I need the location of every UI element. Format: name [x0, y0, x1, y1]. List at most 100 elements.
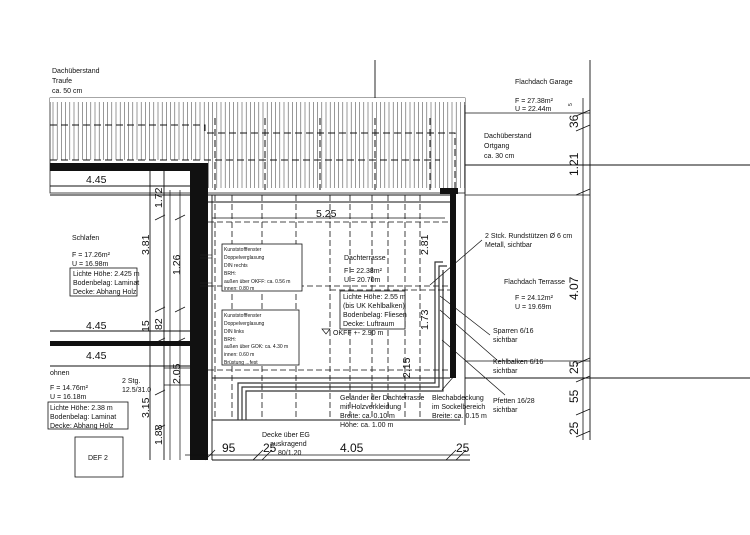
- dim-315: 3.15: [140, 397, 152, 418]
- dim-172: 1.72: [153, 187, 165, 208]
- wohnen-box-1: Lichte Höhe: 2.38 m: [50, 405, 113, 412]
- right-dimension-line: [465, 98, 591, 440]
- label-flachdach-terrasse-u: U = 19.69m: [515, 304, 552, 311]
- window-2-info-box: [221, 309, 300, 366]
- dim-r55: 55: [567, 389, 581, 403]
- dim-r121: 1.21: [567, 152, 581, 176]
- label-dachueberstand-traufe-3: ca. 50 cm: [52, 88, 83, 95]
- dim-82: 82: [153, 318, 165, 330]
- label-dachterrasse: Dachterrasse: [344, 255, 386, 262]
- dim-b25b: 25: [456, 441, 470, 455]
- walls: [50, 163, 458, 460]
- label-drempel: Drempel 1.00 m: [80, 166, 116, 172]
- window-2-line-6: innen: 0.60 m: [224, 352, 254, 358]
- terrace-beams: [208, 195, 450, 420]
- schlafen-info-box: [69, 267, 138, 297]
- dim-188: 1.88: [153, 424, 165, 445]
- dim-r36: 36: [567, 114, 581, 128]
- window-2-line-5: außen über GOK: ca. 4.30 m: [224, 344, 288, 350]
- bottom-dimension-line: [185, 449, 470, 461]
- label-flachdach-terrasse: Flachdach Terrasse: [504, 279, 565, 286]
- label-sparren-1: Sparren 6/16: [493, 328, 534, 335]
- label-wohnen: ohnen: [50, 370, 70, 377]
- dim-b95: 95: [222, 441, 236, 455]
- dachterrasse-box-1: Lichte Höhe: 2.55 m: [343, 294, 406, 301]
- dim-205: 2.05: [171, 363, 183, 384]
- wohnen-box-2: Bodenbelag: Laminat: [50, 414, 116, 421]
- dachterrasse-box-3: Bodenbelag: Fliesen: [343, 312, 407, 319]
- dim-low-445: 4.45: [86, 350, 107, 362]
- schlafen-box-1: Lichte Höhe: 2.425 m: [73, 271, 140, 278]
- label-ortgang-1: Dachüberstand: [484, 133, 532, 140]
- label-stuetzen-1: 2 Stck. Rundstützen Ø 6 cm: [485, 233, 572, 240]
- label-pfetten-2: sichtbar: [493, 407, 518, 414]
- window-1-line-5: außen über OKFF: ca. 0.56 m: [224, 279, 290, 285]
- label-stg-1: 2 Stg.: [122, 378, 140, 385]
- window-2-line-4: BRH:: [224, 337, 236, 343]
- dim-381: 3.81: [140, 234, 152, 255]
- label-def: DEF 2: [88, 455, 108, 462]
- label-flachdach-terrasse-f: F = 24.12m²: [515, 295, 554, 302]
- dim-b25a: 25: [263, 441, 277, 455]
- label-kehlbalken-2: sichtbar: [493, 368, 518, 375]
- dim-r5: 5: [568, 103, 574, 106]
- dim-126: 1.26: [171, 254, 183, 275]
- label-dachterrasse-u: U = 20.70m: [344, 277, 381, 284]
- dim-r25a: 25: [567, 360, 581, 374]
- structure-lines: [50, 60, 750, 461]
- label-kehlbalken-1: Kehlbalken 6/16: [493, 359, 543, 366]
- label-wohnen-u: U = 16.18m: [50, 394, 87, 401]
- dim-top-445: 4.45: [86, 174, 107, 186]
- dachterrasse-box-4: Decke: Luftraum: [343, 321, 395, 328]
- dim-281: 2.81: [419, 234, 431, 255]
- label-decke-eg-1: Decke über EG: [262, 432, 310, 439]
- label-schlafen: Schlafen: [72, 235, 99, 242]
- window-left: [200, 254, 212, 287]
- label-dachterrasse-f: F = 22.38m²: [344, 268, 383, 275]
- dim-215: 2.15: [401, 357, 413, 378]
- roof-hatch: [49, 97, 466, 194]
- dachterrasse-info-box: [339, 290, 406, 330]
- label-dachueberstand-traufe-2: Traufe: [52, 78, 72, 85]
- terrace-railing: [237, 261, 447, 420]
- dim-r25b: 25: [567, 421, 581, 435]
- schlafen-box-3: Decke: Abhang Holz: [73, 289, 137, 296]
- window-1-line-4: BRH:: [224, 271, 236, 277]
- window-2-line-3: DIN links: [224, 329, 245, 335]
- label-okff: OKFF +- 2.90 m: [333, 330, 384, 337]
- wohnen-info-box: [47, 401, 129, 430]
- label-ortgang-2: Ortgang: [484, 143, 509, 150]
- label-gelaender-2: mit Holzverkleidung: [340, 404, 401, 411]
- label-stg-2: 12.5/31.0: [122, 387, 151, 394]
- dachterrasse-box-2: (bis UK Kehlbalken): [343, 303, 405, 310]
- label-schlafen-f: F = 17.26m²: [72, 252, 111, 259]
- label-decke-eg-3: 80/1.20: [278, 450, 301, 457]
- label-stuetzen-2: Metall, sichtbar: [485, 242, 533, 249]
- window-2-line-7: Brüstung ...fest: [224, 360, 258, 366]
- label-sparren-2: sichtbar: [493, 337, 518, 344]
- label-gelaender-1: Geländer der Dachterrasse: [340, 395, 425, 402]
- label-blech-1: Blechabdeckung: [432, 395, 484, 402]
- roof-dashed-outline: [50, 118, 456, 195]
- def-box: [74, 436, 124, 478]
- label-flachdach-garage-f: F = 27.38m²: [515, 98, 554, 105]
- label-flachdach-garage-u: U = 22.44m: [515, 106, 552, 113]
- label-flachdach-garage: Flachdach Garage: [515, 79, 573, 86]
- window-1-line-6: innen: 0.80 m: [224, 286, 254, 292]
- stair: [164, 367, 190, 386]
- label-schlafen-u: U = 16.98m: [72, 261, 109, 268]
- window-1-line-1: Kunststofffenster: [224, 247, 262, 253]
- label-wohnen-f: F = 14.76m²: [50, 385, 89, 392]
- label-pfetten-1: Pfetten 16/28: [493, 398, 535, 405]
- dim-525: 5.25: [316, 208, 337, 220]
- label-decke-eg-2: auskragend: [270, 441, 307, 448]
- wohnen-box-3: Decke: Abhang Holz: [50, 423, 114, 430]
- dim-b405: 4.05: [340, 441, 364, 455]
- dim-r407: 4.07: [567, 276, 581, 300]
- window-2-line-1: Kunststofffenster: [224, 313, 262, 319]
- left-dimension-line: [154, 164, 186, 460]
- window-1-info-box: [221, 243, 303, 292]
- dim-173: 1.73: [419, 309, 431, 330]
- label-dachueberstand-traufe-1: Dachüberstand: [52, 68, 100, 75]
- level-marker-icon: [321, 328, 331, 335]
